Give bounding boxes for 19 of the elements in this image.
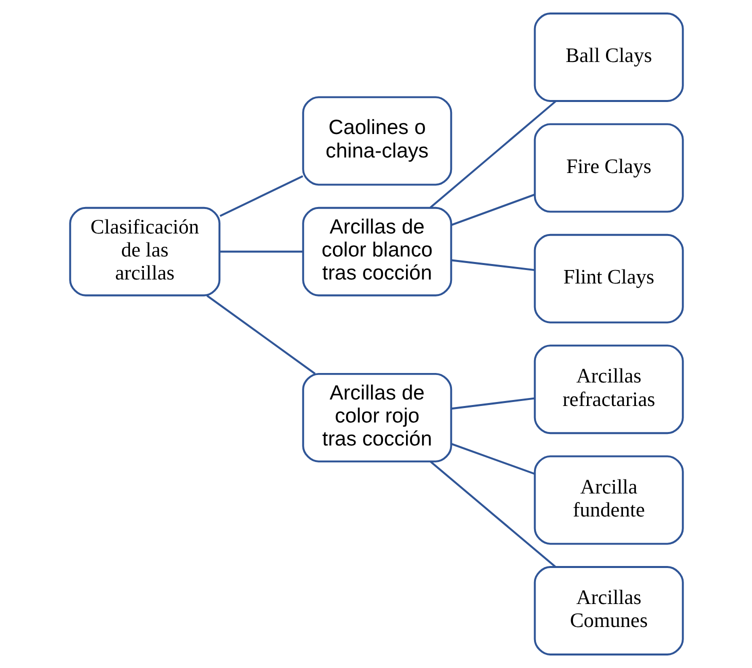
node-box: Arcillas Comunes <box>533 566 684 656</box>
connector <box>450 259 534 272</box>
connector <box>429 100 556 208</box>
node-box: Arcillas de color blanco tras cocción <box>302 206 452 296</box>
node-box: Arcillas de color rojo tras cocción <box>302 372 452 462</box>
connector <box>450 397 534 410</box>
node-box: Clasificación de las arcillas <box>68 206 220 296</box>
node-box: Fire Clays <box>533 123 684 213</box>
node-box: Arcillas refractarias <box>533 344 684 434</box>
node-box: Arcilla fundente <box>533 455 684 545</box>
connector <box>220 250 302 253</box>
connector <box>450 443 535 475</box>
connector <box>206 294 316 374</box>
node-box: Ball Clays <box>533 12 684 102</box>
connector <box>450 194 535 226</box>
node-box: Caolines o china-clays <box>302 96 452 186</box>
node-box: Flint Clays <box>533 234 684 324</box>
connector <box>219 175 303 217</box>
connector <box>429 460 556 568</box>
